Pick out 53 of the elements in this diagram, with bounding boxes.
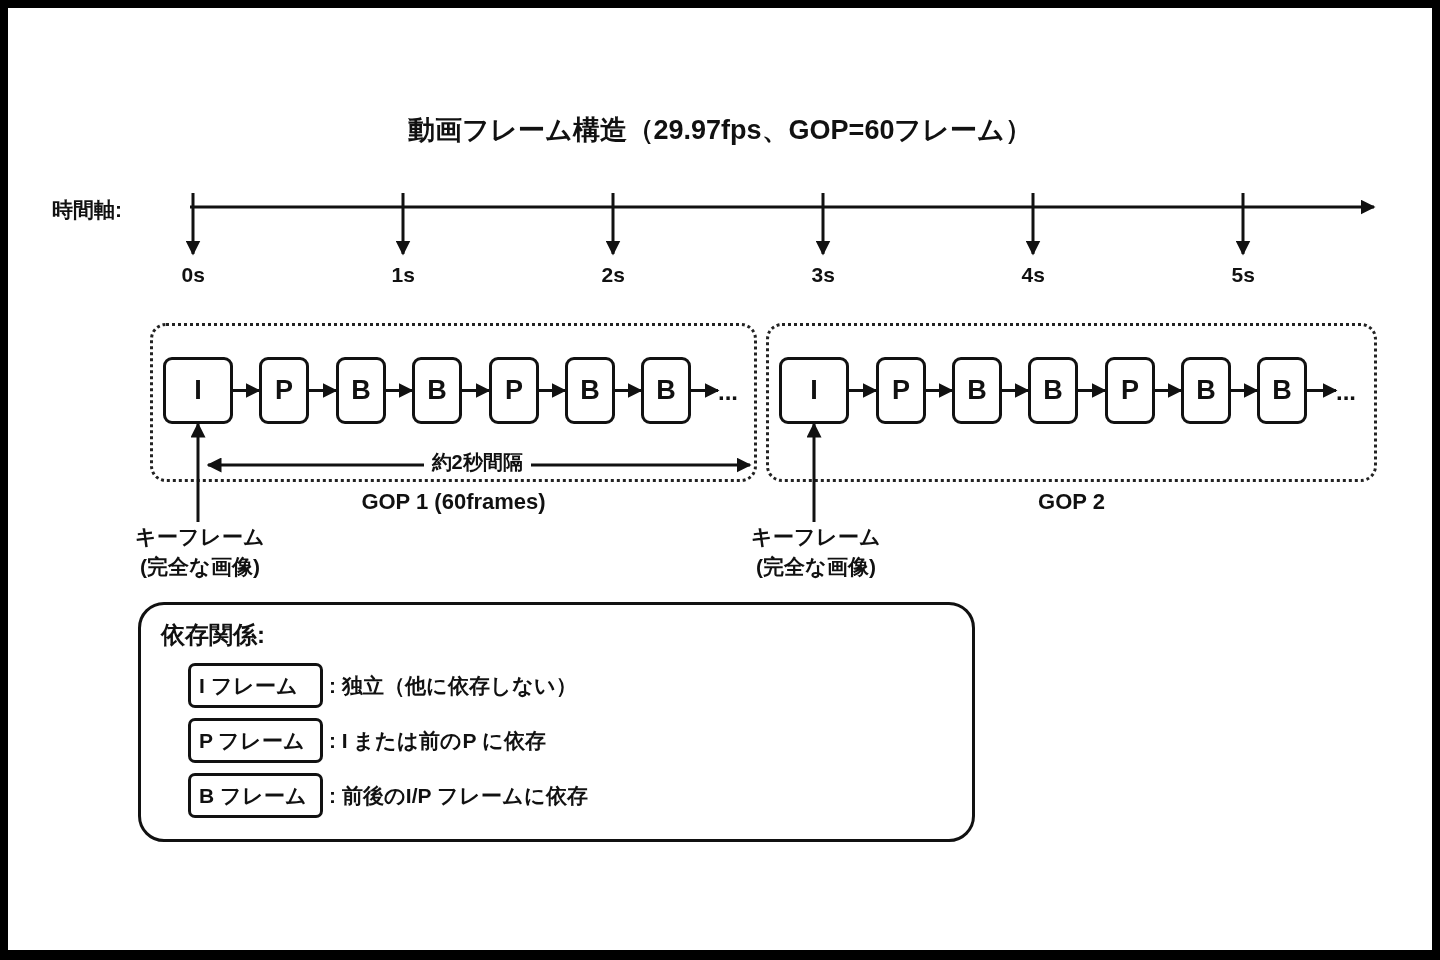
- arrow: [233, 383, 261, 398]
- keyframe-note: キーフレーム (完全な画像): [120, 522, 280, 584]
- tick-label: 4s: [1021, 263, 1045, 287]
- tick-label: 1s: [391, 263, 415, 287]
- arrow: [386, 383, 414, 398]
- frame-box: B: [641, 357, 691, 424]
- tick-label: 2s: [601, 263, 625, 287]
- description-text: : 前後のI/P フレームに依存: [329, 783, 588, 809]
- arrow: [926, 383, 954, 398]
- dependency-panel: [138, 602, 975, 842]
- diagram-title: 動画フレーム構造（29.97fps、GOP=60フレーム）: [406, 114, 1034, 147]
- arrow: [615, 383, 643, 398]
- frame-box: B: [412, 357, 462, 424]
- frame-type-box: P フレーム: [188, 718, 323, 763]
- arrow: [309, 383, 338, 398]
- arrow: [462, 383, 491, 398]
- ellipsis: ...: [718, 380, 752, 406]
- tick-label: 0s: [181, 263, 205, 287]
- arrow: [1002, 383, 1030, 398]
- frame-box: B: [952, 357, 1002, 424]
- arrow: [691, 383, 720, 398]
- arrow: [806, 422, 822, 522]
- tick-label: 5s: [1231, 263, 1255, 287]
- tick-label: 3s: [811, 263, 835, 287]
- arrow: [849, 383, 878, 398]
- frame-box: B: [1028, 357, 1078, 424]
- dimension-label: 約2秒間隔: [423, 449, 531, 476]
- group-label: GOP 1 (60frames): [360, 489, 547, 515]
- arrow: [1155, 383, 1183, 398]
- frame-box: P: [1105, 357, 1155, 424]
- description-text: : I または前のP に依存: [329, 728, 546, 754]
- frame-type-box: B フレーム: [188, 773, 323, 818]
- arrow: [1307, 383, 1338, 398]
- arrow: [1078, 383, 1107, 398]
- arrow: [190, 422, 206, 522]
- arrow: [1231, 383, 1259, 398]
- group-label: GOP 2: [1037, 489, 1106, 515]
- description-text: : 独立（他に依存しない）: [329, 673, 577, 700]
- frame-box: B: [1181, 357, 1231, 424]
- ellipsis: ...: [1336, 380, 1370, 406]
- frame-box: B: [336, 357, 386, 424]
- keyframe-note: キーフレーム (完全な画像): [736, 522, 896, 584]
- frame-box: P: [876, 357, 926, 424]
- frame-type-box: I フレーム: [188, 663, 323, 708]
- arrow: [539, 383, 567, 398]
- frame-box: P: [489, 357, 539, 424]
- frame-box: I: [163, 357, 233, 424]
- frame-box: I: [779, 357, 849, 424]
- frame-box: B: [565, 357, 615, 424]
- frame-box: B: [1257, 357, 1307, 424]
- panel-heading: 依存関係:: [161, 620, 265, 650]
- axis-label: 時間軸:: [52, 197, 122, 223]
- frame-box: P: [259, 357, 309, 424]
